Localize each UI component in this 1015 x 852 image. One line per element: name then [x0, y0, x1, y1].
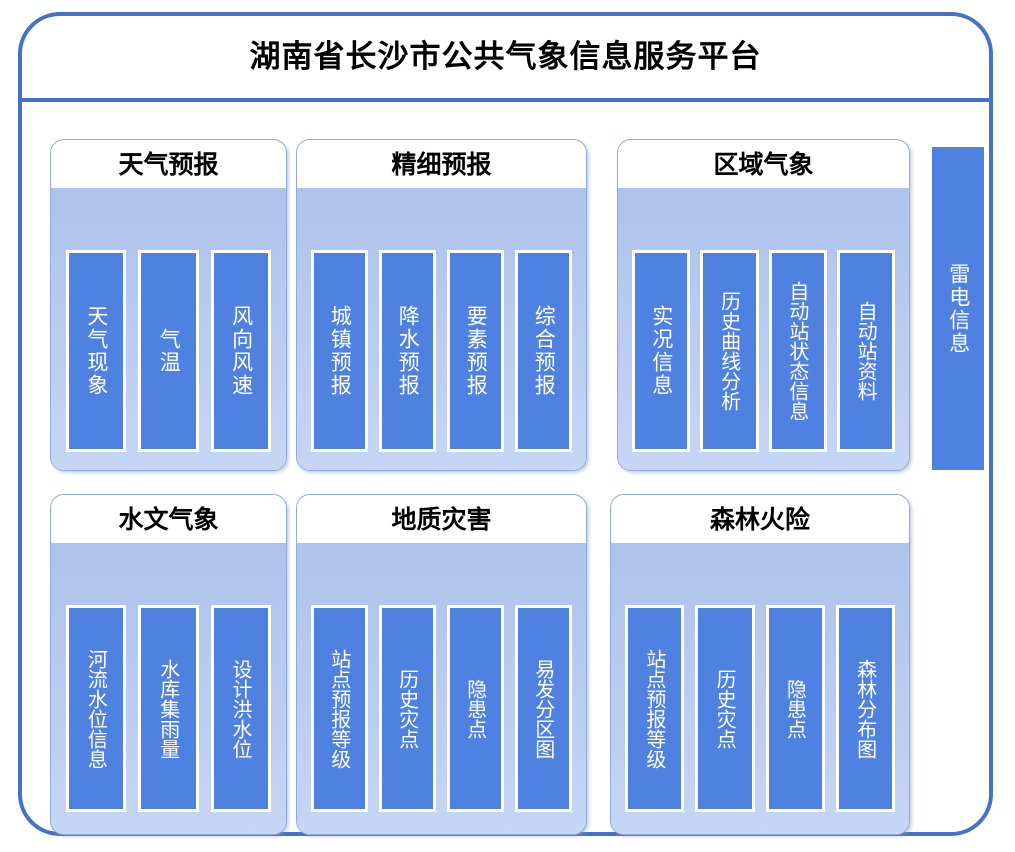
item-temperature[interactable]: 气温	[138, 250, 199, 452]
item-label: 综合预报	[532, 305, 557, 397]
group-regional-met[interactable]: 区域气象 实况信息 历史曲线分析 自动站状态信息 自动站资料	[617, 139, 910, 471]
group-header-geo-disaster: 地质灾害	[297, 495, 586, 543]
item-design-flood-level[interactable]: 设计洪水位	[210, 605, 271, 812]
group-body-geo-disaster: 站点预报等级 历史灾点 隐患点 易发分区图	[297, 543, 586, 834]
item-label: 雷电信息	[946, 262, 971, 355]
item-hazard-points[interactable]: 隐患点	[765, 605, 825, 812]
group-title-hydro-met: 水文气象	[118, 504, 219, 534]
item-aws-status-information[interactable]: 自动站状态信息	[768, 250, 827, 452]
group-title-geo-disaster: 地质灾害	[391, 504, 492, 534]
group-body-weather-forecast: 天气现象 气温 风向风速	[51, 188, 286, 470]
platform-frame: 湖南省长沙市公共气象信息服务平台 天气预报 天气现象 气温 风向风速	[18, 12, 993, 836]
item-comprehensive-forecast[interactable]: 综合预报	[515, 250, 572, 452]
item-label: 隐患点	[463, 678, 488, 739]
item-label: 城镇预报	[328, 305, 353, 397]
item-row: 站点预报等级 历史灾点 隐患点 森林分布图	[611, 543, 909, 834]
group-header-fine-forecast: 精细预报	[297, 140, 586, 188]
item-label: 历史曲线分析	[717, 291, 742, 411]
item-label: 风向风速	[229, 305, 254, 397]
item-label: 自动站资料	[854, 301, 879, 401]
item-label: 水库集雨量	[156, 658, 181, 759]
item-river-water-level-information[interactable]: 河流水位信息	[66, 605, 127, 812]
item-aws-data[interactable]: 自动站资料	[836, 250, 895, 452]
platform-title-bar: 湖南省长沙市公共气象信息服务平台	[22, 16, 989, 102]
item-live-information[interactable]: 实况信息	[632, 250, 691, 452]
group-title-regional-met: 区域气象	[713, 149, 814, 179]
item-label: 历史灾点	[395, 668, 420, 749]
group-geo-disaster[interactable]: 地质灾害 站点预报等级 历史灾点 隐患点 易发分区图	[296, 494, 587, 835]
item-element-forecast[interactable]: 要素预报	[447, 250, 504, 452]
item-historical-curve-analysis[interactable]: 历史曲线分析	[700, 250, 759, 452]
item-row: 站点预报等级 历史灾点 隐患点 易发分区图	[297, 543, 586, 834]
group-fine-forecast[interactable]: 精细预报 城镇预报 降水预报 要素预报 综合预报	[296, 139, 587, 471]
item-row: 实况信息 历史曲线分析 自动站状态信息 自动站资料	[618, 188, 909, 470]
group-header-hydro-met: 水文气象	[51, 495, 286, 543]
item-label: 站点预报等级	[642, 648, 667, 769]
item-station-forecast-level[interactable]: 站点预报等级	[625, 605, 685, 812]
item-precipitation-forecast[interactable]: 降水预报	[379, 250, 436, 452]
item-row: 河流水位信息 水库集雨量 设计洪水位	[51, 543, 286, 834]
item-label: 降水预报	[396, 305, 421, 397]
content-area: 天气预报 天气现象 气温 风向风速 精细预报	[22, 102, 989, 835]
item-lightning-information[interactable]: 雷电信息	[932, 147, 984, 470]
item-label: 天气现象	[84, 305, 109, 397]
group-body-regional-met: 实况信息 历史曲线分析 自动站状态信息 自动站资料	[618, 188, 909, 470]
item-label: 自动站状态信息	[785, 281, 810, 421]
item-hazard-points[interactable]: 隐患点	[447, 605, 504, 812]
item-forest-distribution-map[interactable]: 森林分布图	[835, 605, 895, 812]
item-label: 森林分布图	[853, 658, 878, 759]
group-title-weather-forecast: 天气预报	[118, 149, 219, 179]
item-weather-phenomenon[interactable]: 天气现象	[66, 250, 127, 452]
group-body-hydro-met: 河流水位信息 水库集雨量 设计洪水位	[51, 543, 286, 834]
item-label: 易发分区图	[531, 658, 556, 759]
item-wind-direction-speed[interactable]: 风向风速	[210, 250, 271, 452]
item-label: 实况信息	[649, 305, 674, 397]
page-title: 湖南省长沙市公共气象信息服务平台	[249, 38, 762, 75]
item-station-forecast-level[interactable]: 站点预报等级	[311, 605, 368, 812]
item-label: 站点预报等级	[327, 648, 352, 769]
item-row: 城镇预报 降水预报 要素预报 综合预报	[297, 188, 586, 470]
item-label: 历史灾点	[713, 668, 738, 749]
group-title-fine-forecast: 精细预报	[391, 149, 492, 179]
item-label: 河流水位信息	[84, 648, 109, 769]
group-header-weather-forecast: 天气预报	[51, 140, 286, 188]
group-forest-fire[interactable]: 森林火险 站点预报等级 历史灾点 隐患点 森林分布图	[610, 494, 910, 835]
group-header-forest-fire: 森林火险	[611, 495, 909, 543]
item-town-forecast[interactable]: 城镇预报	[311, 250, 368, 452]
item-row: 天气现象 气温 风向风速	[51, 188, 286, 470]
item-label: 气温	[157, 328, 182, 374]
item-historical-disaster-points[interactable]: 历史灾点	[379, 605, 436, 812]
item-reservoir-rainfall[interactable]: 水库集雨量	[138, 605, 199, 812]
item-susceptibility-zoning-map[interactable]: 易发分区图	[515, 605, 572, 812]
item-label: 设计洪水位	[229, 658, 254, 759]
group-weather-forecast[interactable]: 天气预报 天气现象 气温 风向风速	[50, 139, 287, 471]
group-body-forest-fire: 站点预报等级 历史灾点 隐患点 森林分布图	[611, 543, 909, 834]
group-header-regional-met: 区域气象	[618, 140, 909, 188]
item-label: 隐患点	[783, 678, 808, 739]
group-hydro-met[interactable]: 水文气象 河流水位信息 水库集雨量 设计洪水位	[50, 494, 287, 835]
item-label: 要素预报	[464, 305, 489, 397]
item-historical-disaster-points[interactable]: 历史灾点	[695, 605, 755, 812]
group-body-fine-forecast: 城镇预报 降水预报 要素预报 综合预报	[297, 188, 586, 470]
group-title-forest-fire: 森林火险	[709, 504, 810, 534]
